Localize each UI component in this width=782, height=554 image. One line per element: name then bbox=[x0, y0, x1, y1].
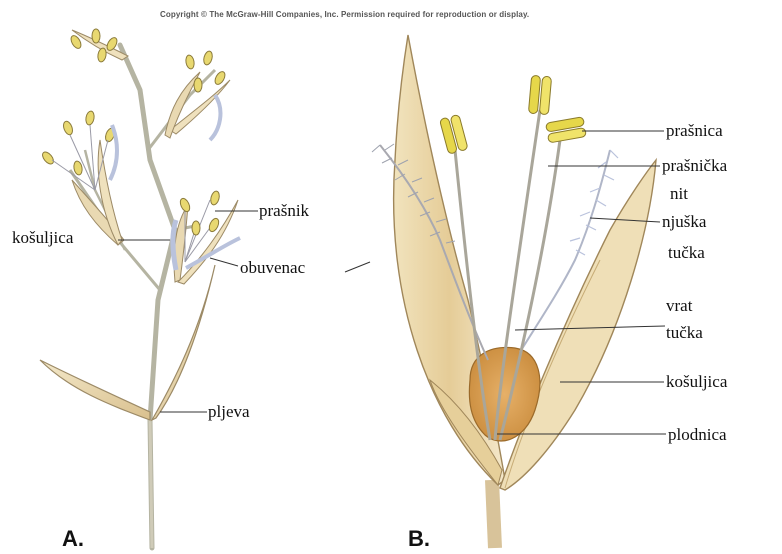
label-obuvenac: obuvenac bbox=[240, 259, 305, 276]
label-plodnica: plodnica bbox=[668, 426, 727, 443]
label-kosuljica-b: košuljica bbox=[666, 373, 727, 390]
label-prasnica: prašnica bbox=[666, 122, 723, 139]
anthers bbox=[439, 75, 586, 154]
label-vrat-line2: tučka bbox=[666, 324, 703, 341]
panel-a-plant bbox=[40, 29, 258, 548]
panel-b-letter: B. bbox=[408, 526, 430, 552]
label-prasnik: prašnik bbox=[259, 202, 309, 219]
label-pljeva: pljeva bbox=[208, 403, 250, 420]
label-vrat-line1: vrat bbox=[666, 297, 692, 314]
lower-left-leaf bbox=[40, 360, 150, 420]
label-prasnicka-line2: nit bbox=[670, 185, 688, 202]
label-prasnicka-line1: prašnička bbox=[662, 157, 727, 174]
panel-a-letter: A. bbox=[62, 526, 84, 552]
label-njuska-line1: njuška bbox=[662, 213, 706, 230]
lemma bbox=[500, 160, 656, 490]
label-kosuljica-a: košuljica bbox=[12, 229, 73, 246]
panel-b-flower bbox=[345, 35, 666, 548]
label-njuska-line2: tučka bbox=[668, 244, 705, 261]
